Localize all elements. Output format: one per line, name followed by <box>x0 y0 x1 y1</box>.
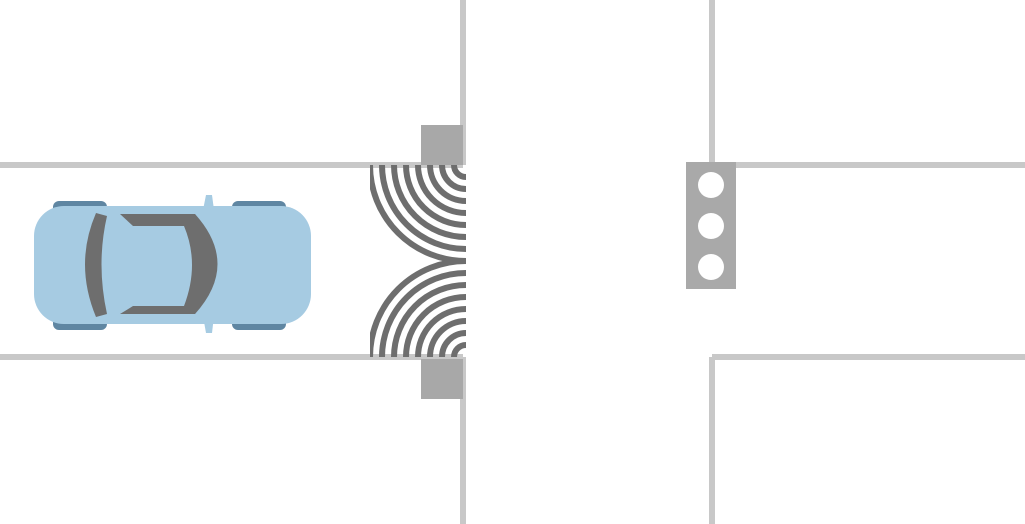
signal-wave-arc <box>427 165 466 204</box>
traffic-light-lamp <box>698 213 724 239</box>
signal-wave-arc <box>427 318 466 357</box>
traffic-light-lamp <box>698 254 724 280</box>
car-top-view-icon <box>34 195 311 333</box>
traffic-light-lamps <box>698 172 724 280</box>
signal-wave-arc <box>403 165 466 228</box>
traffic-light-icon <box>686 162 736 289</box>
signal-wave-arc <box>379 165 466 252</box>
signal-wave-arc <box>403 294 466 357</box>
signal-wave-arc <box>370 258 466 357</box>
car-rear-window <box>85 213 107 317</box>
signal-wave-arc <box>391 282 466 357</box>
signal-wave-arc <box>415 165 466 216</box>
signal-wave-arc <box>415 306 466 357</box>
car-windshield <box>185 214 218 314</box>
signal-wave-arc <box>370 165 466 264</box>
signal-wave-arc <box>379 270 466 357</box>
signal-wave-arc <box>439 165 466 192</box>
roadside-sensor-icon <box>421 359 463 399</box>
roadside-sensor-icon <box>421 125 463 165</box>
signal-wave-arc <box>451 165 466 180</box>
signal-wave-arc <box>391 165 466 240</box>
traffic-light-lamp <box>698 172 724 198</box>
signal-wave-arc <box>439 330 466 357</box>
signal-waves-icon <box>370 165 466 357</box>
signal-wave-arc <box>451 342 466 357</box>
